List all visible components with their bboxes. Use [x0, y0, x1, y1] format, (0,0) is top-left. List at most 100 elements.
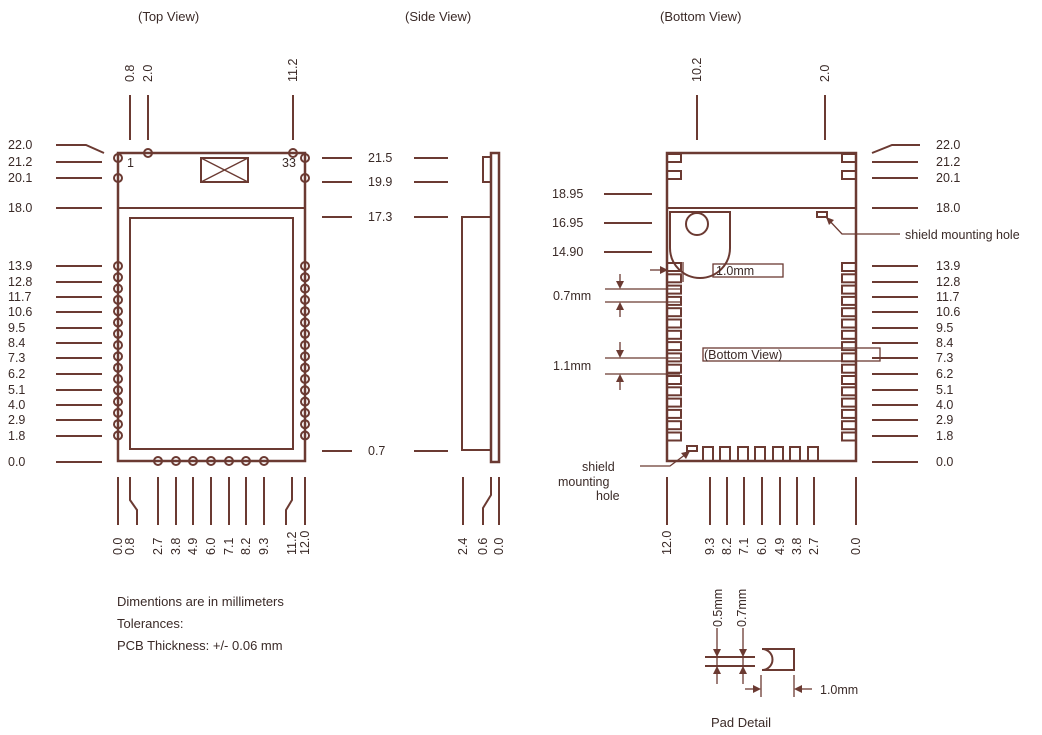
top-bottom-tick-label: 2.7: [151, 538, 165, 555]
bottom-right-tick-label: 11.7: [936, 290, 959, 304]
bottom-top-tick-label: 10.2: [690, 58, 704, 82]
top-left-tick-label: 1.8: [8, 429, 25, 443]
bottom-right-tick-label: 6.2: [936, 367, 953, 381]
bottom-right-tick-label: 18.0: [936, 201, 960, 215]
shield-hole-label-top: shield mounting hole: [905, 228, 1020, 242]
top-top-tick-label: 11.2: [286, 59, 300, 82]
bottom-bottom-tick-label: 2.7: [807, 538, 821, 555]
top-left-tick-label: 8.4: [8, 336, 25, 350]
top-bottom-tick-label: 0.0: [111, 538, 125, 555]
shield-mounting-hole-bottom: [686, 445, 698, 452]
bottom-bottom-tick-label: 6.0: [755, 538, 769, 555]
pad-pitch-label: 1.1mm: [553, 359, 591, 373]
top-right-tick-label: 19.9: [368, 175, 392, 189]
bottom-left-tick-label: 16.95: [552, 216, 583, 230]
side-view-title: (Side View): [405, 9, 471, 24]
pin-33-label: 33: [282, 156, 296, 170]
bottom-right-tick-label: 7.3: [936, 351, 953, 365]
note-tolerances: Tolerances:: [117, 616, 183, 631]
top-castellations: [113, 148, 310, 466]
top-view-top-ticks: 0.8 2.0 11.2: [123, 59, 300, 140]
top-left-tick-label: 2.9: [8, 413, 25, 427]
bottom-bottom-tick-label: 3.8: [790, 538, 804, 555]
bottom-left-tick-label: 18.95: [552, 187, 583, 201]
pad-shape: [761, 648, 795, 671]
note-pcb-thickness: PCB Thickness: +/- 0.06 mm: [117, 638, 283, 653]
top-bottom-tick: [129, 477, 138, 525]
inner-bottom-view-label: (Bottom View): [704, 348, 782, 362]
inner-bottom-view-box: [702, 347, 881, 362]
top-bottom-tick-label: 0.8: [123, 538, 137, 555]
pad-width-label: 0.7mm: [553, 289, 591, 303]
bottom-right-tick-label: 13.9: [936, 259, 960, 273]
bottom-right-tick-label: 4.0: [936, 398, 953, 412]
top-view-title: (Top View): [138, 9, 199, 24]
top-left-tick-label: 7.3: [8, 351, 25, 365]
bottom-bottom-tick-label: 12.0: [660, 531, 674, 555]
shield-hole-label-bottom-1: shield: [582, 460, 615, 474]
top-right-tick-label: 21.5: [368, 151, 392, 165]
top-bottom-tick-label: 11.2: [285, 532, 299, 555]
top-left-tick-label: 12.8: [8, 275, 32, 289]
top-module-outline: [116, 151, 307, 463]
bottom-right-tick-label: 20.1: [936, 171, 960, 185]
top-left-tick-label: 18.0: [8, 201, 32, 215]
bottom-bottom-tick-label: 4.9: [773, 538, 787, 555]
pad-detail: 0.5mm 0.7mm 1.0mm Pad Detail: [705, 589, 858, 730]
bottom-view-right-ticks: 22.021.220.118.013.912.811.710.69.58.47.…: [871, 138, 960, 469]
top-bottom-tick-label: 7.1: [222, 538, 236, 555]
top-left-tick-label: 11.7: [8, 290, 31, 304]
bottom-bottom-tick-label: 9.3: [703, 538, 717, 555]
bottom-left-tick-label: 14.90: [552, 245, 583, 259]
side-bottom-tick-label: 0.6: [476, 538, 490, 555]
pad-spacing-box: [712, 263, 784, 278]
top-left-tick-label: 5.1: [8, 383, 25, 397]
top-left-tick-label: 9.5: [8, 321, 25, 335]
top-left-tick-label: 20.1: [8, 171, 32, 185]
bottom-right-tick-label: 0.0: [936, 455, 953, 469]
top-left-tick: [56, 144, 105, 154]
top-bottom-tick-label: 8.2: [239, 538, 253, 555]
top-view-right-ticks: 21.519.917.30.7: [322, 151, 392, 458]
antenna-keepout-circle: [669, 211, 731, 279]
side-shield-can: [461, 216, 492, 451]
top-top-tick-label: 0.8: [123, 65, 137, 82]
bottom-right-tick: [871, 144, 920, 154]
bottom-right-tick-label: 10.6: [936, 305, 960, 319]
top-left-tick-label: 0.0: [8, 455, 25, 469]
pad-detail-dim-b: 0.7mm: [735, 589, 749, 627]
pad-spacing-label: 1.0mm: [716, 264, 754, 278]
top-bottom-tick: [285, 477, 293, 525]
top-bottom-tick-label: 12.0: [298, 531, 312, 555]
top-left-tick-label: 6.2: [8, 367, 25, 381]
top-left-tick-label: 10.6: [8, 305, 32, 319]
top-view-left-ticks: 22.021.220.118.013.912.811.710.69.58.47.…: [8, 138, 105, 469]
top-left-tick-label: 22.0: [8, 138, 32, 152]
shield-hole-label-bottom-3: hole: [596, 489, 620, 503]
top-top-tick-label: 2.0: [141, 65, 155, 82]
bottom-view-left-ticks: 18.95 16.95 14.90: [552, 187, 652, 259]
top-bottom-tick-label: 6.0: [204, 538, 218, 555]
bottom-bottom-tick-label: 7.1: [737, 538, 751, 555]
bottom-right-tick-label: 12.8: [936, 275, 960, 289]
bottom-right-tick-label: 2.9: [936, 413, 953, 427]
bottom-pads: [666, 153, 857, 462]
side-pcb: [489, 151, 501, 464]
bottom-right-tick-label: 21.2: [936, 155, 960, 169]
top-left-tick-label: 4.0: [8, 398, 25, 412]
bottom-view-title: (Bottom View): [660, 9, 741, 24]
pad-detail-caption: Pad Detail: [711, 715, 771, 730]
side-top-component: [482, 156, 492, 183]
bottom-right-tick-label: 1.8: [936, 429, 953, 443]
top-left-tick-label: 13.9: [8, 259, 32, 273]
top-bottom-tick-label: 9.3: [257, 538, 271, 555]
side-bottom-tick-label: 2.4: [456, 538, 470, 555]
top-bottom-tick-label: 4.9: [186, 538, 200, 555]
